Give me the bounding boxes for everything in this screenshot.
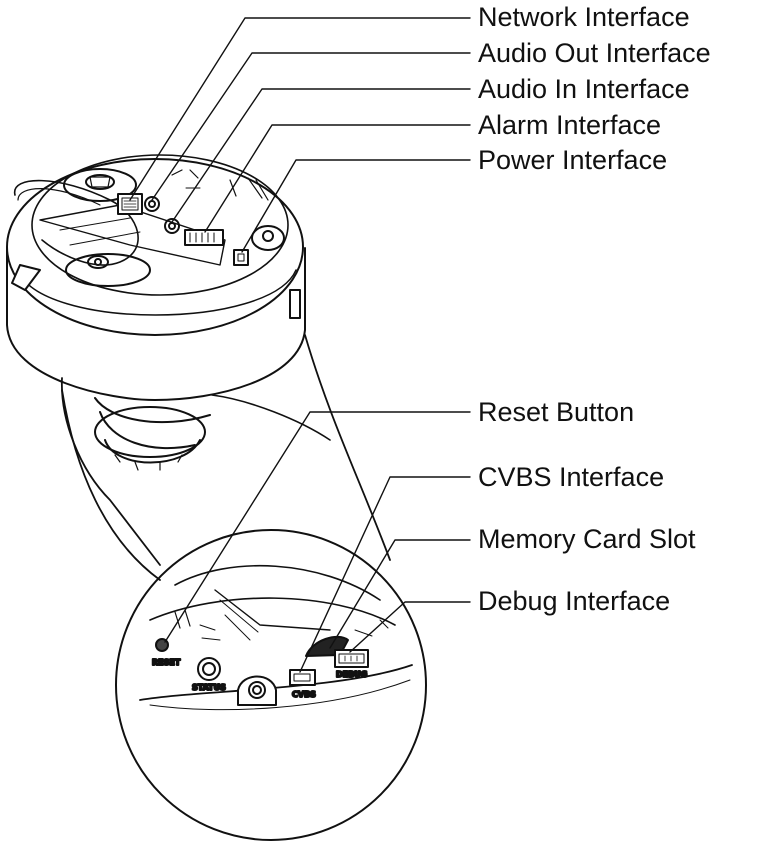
dome-body [6, 154, 306, 401]
label-network-interface: Network Interface [478, 2, 690, 32]
magnified-detail [115, 529, 427, 841]
label-reset-button: Reset Button [478, 397, 635, 427]
debug-leader [349, 601, 471, 653]
cvbs-mark: CVBS [292, 690, 316, 699]
debug-mark: DEBUG [336, 670, 367, 679]
label-memory-card-slot: Memory Card Slot [478, 524, 696, 554]
cvbs-leader [299, 476, 471, 673]
label-audio-out-interface: Audio Out Interface [478, 38, 711, 68]
alarm-leader [204, 124, 471, 233]
lens-housing [61, 377, 331, 566]
label-cvbs-interface: CVBS Interface [478, 462, 665, 492]
power-leader [241, 159, 471, 253]
magnifier-connector-left [61, 389, 161, 581]
label-power-interface: Power Interface [478, 145, 668, 175]
label-audio-in-interface: Audio In Interface [478, 74, 690, 104]
audio-in-leader [171, 88, 471, 223]
reset-mark: RESET [152, 658, 181, 667]
label-debug-interface: Debug Interface [478, 586, 671, 616]
audio-out-leader [151, 52, 471, 201]
memory-card-leader [329, 539, 471, 649]
leader-lines-detail [164, 411, 471, 673]
reset-leader [164, 411, 471, 643]
magnifier-connector-right [304, 334, 391, 561]
leader-lines-top [129, 17, 471, 253]
network-leader [129, 17, 471, 201]
label-alarm-interface: Alarm Interface [478, 110, 662, 140]
status-mark: STATUS [192, 683, 226, 692]
